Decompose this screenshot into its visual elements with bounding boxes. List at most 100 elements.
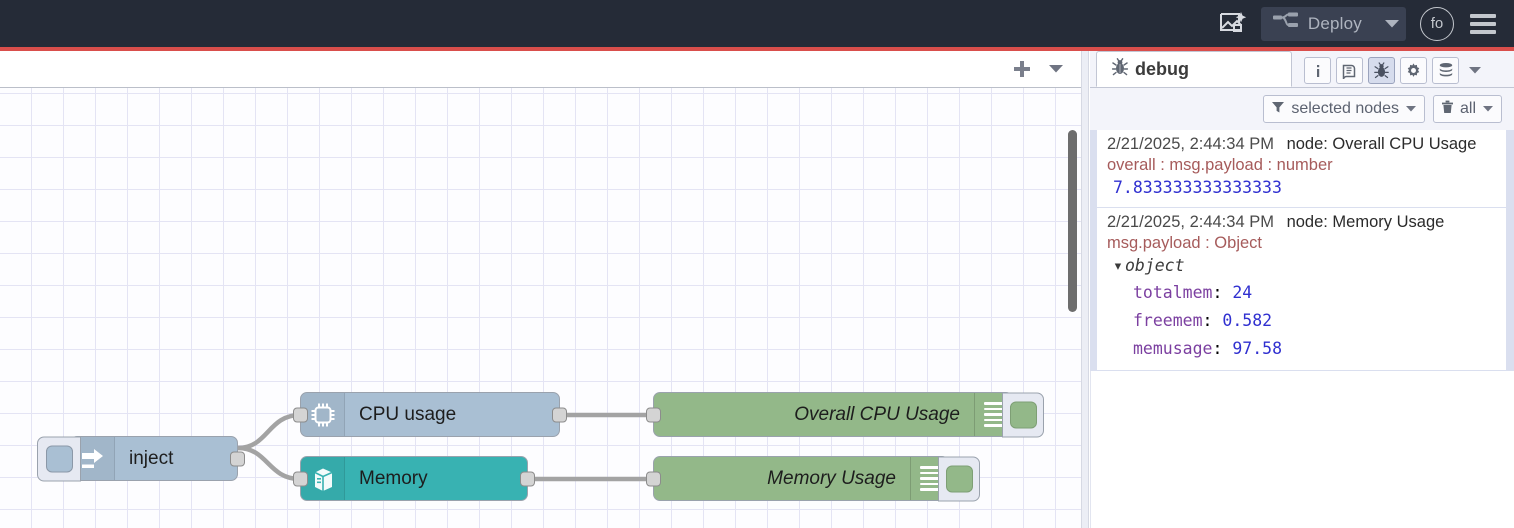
sidebar-tool-config[interactable]	[1400, 57, 1427, 84]
tab-debug-label: debug	[1135, 58, 1189, 79]
caret-down-icon: ▾	[1113, 256, 1123, 276]
image-sparkle-icon[interactable]	[1211, 4, 1255, 44]
debug-lines-icon	[910, 457, 948, 500]
clear-label: all	[1459, 100, 1476, 117]
plus-icon[interactable]	[1005, 54, 1039, 84]
object-value: 0.582	[1222, 311, 1273, 331]
port-output[interactable]	[520, 471, 535, 486]
debug-toggle-button[interactable]	[938, 456, 980, 501]
deploy-node-icon	[1272, 12, 1299, 35]
node-overall-cpu-usage-label: Overall CPU Usage	[794, 403, 960, 425]
debug-message-header: 2/21/2025, 2:44:34 PM node: Overall CPU …	[1107, 135, 1506, 154]
chevron-down-icon	[1405, 100, 1417, 118]
port-input[interactable]	[293, 407, 308, 422]
object-entry: memusage: 97.58	[1107, 335, 1506, 363]
node-memory-usage[interactable]: Memory Usage	[646, 456, 980, 501]
port-input[interactable]	[646, 407, 661, 422]
debug-message[interactable]: 2/21/2025, 2:44:34 PM node: Memory Usage…	[1090, 208, 1514, 372]
port-output[interactable]	[552, 407, 567, 422]
debug-line	[983, 413, 1004, 416]
object-entry: totalmem: 24	[1107, 279, 1506, 307]
wire-inject-to-memory	[235, 445, 303, 482]
node-cpu-usage[interactable]: CPU usage	[293, 392, 567, 437]
debug-line	[919, 482, 940, 486]
node-memory-body[interactable]: Memory	[293, 456, 535, 501]
port-input[interactable]	[646, 471, 661, 486]
node-cpu-usage-label: CPU usage	[359, 403, 457, 425]
hamburger-line	[1470, 21, 1496, 26]
tab-debug[interactable]: debug	[1096, 51, 1292, 87]
panel-resize-handle[interactable]	[1081, 51, 1089, 528]
debug-message-list[interactable]: 2/21/2025, 2:44:34 PM node: Overall CPU …	[1090, 130, 1514, 528]
wire-inject-to-cpu	[235, 412, 303, 451]
cpu-chip-icon	[301, 393, 345, 436]
object-key: freemem	[1133, 311, 1203, 331]
inject-trigger-button[interactable]	[37, 436, 81, 481]
debug-line	[919, 471, 940, 475]
sidebar-tool-info[interactable]	[1304, 57, 1331, 84]
chevron-down-icon[interactable]	[1039, 54, 1073, 84]
debug-message-header: 2/21/2025, 2:44:34 PM node: Memory Usage	[1107, 213, 1506, 232]
sidebar-tool-context[interactable]	[1432, 57, 1459, 84]
sidebar-tool-buttons	[1304, 57, 1486, 87]
node-overall-cpu-usage[interactable]: Overall CPU Usage	[646, 392, 1044, 437]
deploy-button[interactable]: Deploy	[1260, 6, 1406, 41]
node-inject-body[interactable]: inject	[37, 436, 245, 481]
debug-message-topic: msg.payload : Object	[1107, 234, 1262, 253]
node-inject[interactable]: inject	[37, 436, 245, 481]
object-entry: freemem: 0.582	[1107, 307, 1506, 335]
debug-message-list-empty-area	[1090, 371, 1514, 528]
filter-selected-nodes-button[interactable]: selected nodes	[1263, 95, 1425, 123]
debug-line	[983, 424, 1004, 427]
debug-message-node: node: Overall CPU Usage	[1286, 135, 1477, 153]
node-memory-usage-label: Memory Usage	[767, 467, 896, 489]
object-expand-toggle[interactable]: ▾object	[1107, 254, 1506, 279]
object-colon: :	[1202, 311, 1223, 331]
sidebar-tool-debug[interactable]	[1368, 57, 1395, 84]
debug-toggle-knob	[1009, 401, 1037, 428]
object-key: totalmem	[1133, 283, 1213, 303]
sidebar-tool-help[interactable]	[1336, 57, 1363, 84]
filter-label: selected nodes	[1291, 100, 1399, 117]
debug-line	[983, 402, 1004, 405]
clear-messages-button[interactable]: all	[1432, 95, 1502, 123]
debug-message-topic: overall : msg.payload : number	[1107, 156, 1333, 174]
deploy-button-main[interactable]: Deploy	[1261, 7, 1376, 41]
hamburger-line	[1470, 29, 1496, 34]
debug-line	[919, 488, 940, 491]
avatar[interactable]: fo	[1420, 6, 1454, 41]
right-sidebar: debug	[1090, 51, 1514, 528]
object-key: memusage	[1133, 339, 1213, 359]
sidebar-tools-caret-icon[interactable]	[1464, 57, 1486, 84]
debug-message[interactable]: 2/21/2025, 2:44:34 PM node: Overall CPU …	[1090, 130, 1514, 209]
deploy-dropdown-caret[interactable]	[1376, 6, 1406, 41]
debug-line	[983, 407, 1004, 411]
unsaved-changes-bar	[0, 47, 1514, 51]
object-colon: :	[1212, 283, 1233, 303]
port-input[interactable]	[293, 471, 308, 486]
flow-canvas[interactable]: inject	[0, 88, 1081, 528]
server-box-icon	[301, 457, 345, 500]
hamburger-line	[1470, 13, 1496, 18]
sidebar-tab-row: debug	[1090, 51, 1514, 88]
canvas-vertical-scrollbar[interactable]	[1068, 130, 1077, 312]
object-colon: :	[1212, 339, 1233, 359]
port-output[interactable]	[230, 451, 245, 466]
hamburger-menu-icon[interactable]	[1470, 13, 1496, 34]
debug-toggle-button[interactable]	[1002, 392, 1044, 437]
debug-message-value: 7.833333333333333	[1113, 178, 1282, 198]
chevron-down-icon	[1482, 100, 1494, 118]
object-value: 24	[1232, 283, 1253, 303]
node-memory-usage-body[interactable]: Memory Usage	[646, 456, 980, 501]
object-value: 97.58	[1232, 339, 1283, 359]
app-header: Deploy fo	[0, 0, 1514, 47]
debug-message-node: node: Memory Usage	[1286, 213, 1445, 232]
node-cpu-usage-body[interactable]: CPU usage	[293, 392, 567, 437]
node-memory[interactable]: Memory	[293, 456, 535, 501]
debug-message-timestamp: 2/21/2025, 2:44:34 PM	[1107, 213, 1274, 232]
debug-line	[983, 418, 1004, 422]
node-overall-cpu-usage-body[interactable]: Overall CPU Usage	[646, 392, 1044, 437]
node-memory-label: Memory	[359, 467, 428, 489]
avatar-initials: fo	[1430, 15, 1444, 32]
